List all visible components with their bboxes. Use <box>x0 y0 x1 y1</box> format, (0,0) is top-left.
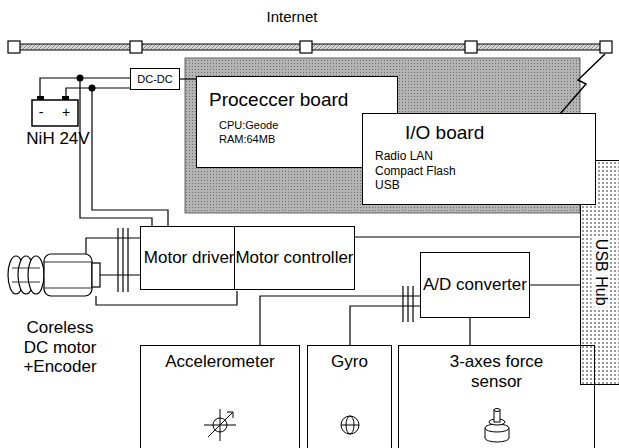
box-title: 3-axes force sensor <box>437 352 557 391</box>
motor-label: Coreless DC motor +Encoder <box>15 318 105 377</box>
box-title: Motor controller <box>235 248 353 268</box>
box-title: DC-DC <box>137 73 172 86</box>
box-title: I/O board <box>405 122 595 144</box>
controller-box: Motor controller <box>234 226 355 290</box>
internet-line <box>8 41 612 53</box>
force-sensor-icon <box>485 409 509 443</box>
signal-wire <box>469 318 470 345</box>
box-title: Motor driver <box>144 248 235 268</box>
converter-box: A/D converter <box>420 252 530 318</box>
box-title: Proceccer board <box>209 89 397 111</box>
terminal-sign: + <box>59 104 73 120</box>
sensor-box: Gyro <box>307 345 392 448</box>
box-title: A/D converter <box>423 275 527 295</box>
converter-box: DC-DC <box>130 68 180 90</box>
accelerometer-icon <box>204 409 236 441</box>
driver-box: Motor driver <box>140 226 238 290</box>
sensor-box: Accelerometer <box>140 345 300 448</box>
gyro-icon <box>341 416 359 434</box>
box-detail: Radio LAN <box>375 150 595 164</box>
signal-wire <box>355 236 580 237</box>
signal-wire <box>530 284 580 285</box>
box-detail: USB <box>375 179 595 193</box>
motor-drawing <box>8 254 100 296</box>
box-title: Accelerometer <box>165 352 275 372</box>
signal-wire <box>260 296 420 345</box>
board-box: I/O boardRadio LANCompact FlashUSB <box>362 113 596 205</box>
box-title: USB Hub <box>591 237 609 308</box>
radio-link <box>560 54 605 114</box>
battery-symbol <box>32 96 78 126</box>
signal-wire <box>180 78 196 79</box>
junction-dot <box>89 85 96 92</box>
signal-wire <box>350 306 420 345</box>
sensor-box: 3-axes force sensor <box>398 345 595 448</box>
power-wire <box>40 78 168 226</box>
box-detail: Compact Flash <box>375 165 595 179</box>
network-label: Internet <box>247 8 337 25</box>
junction-dot <box>77 75 84 82</box>
battery-label: NiH 24V <box>18 129 98 149</box>
terminal-sign: - <box>34 104 48 120</box>
box-title: Gyro <box>331 352 368 372</box>
